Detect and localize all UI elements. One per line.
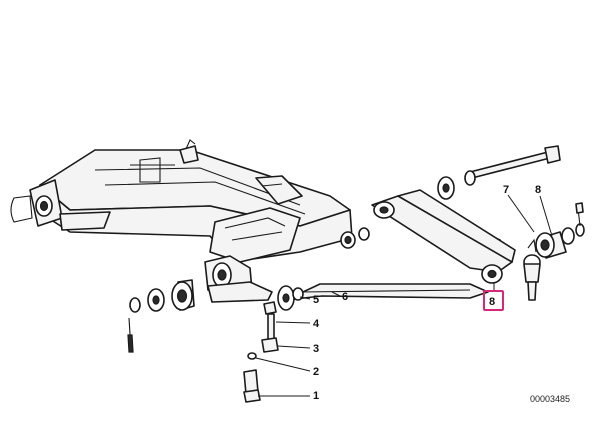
callout-4: 4	[313, 318, 320, 330]
fasteners	[243, 287, 304, 403]
callout-8-highlight[interactable]: 8	[489, 296, 495, 308]
rubber-bushing-right	[535, 202, 585, 259]
callout-1: 1	[313, 390, 319, 402]
callout-6: 6	[342, 291, 348, 303]
callout-8-top: 8	[535, 184, 541, 196]
tension-strut	[277, 283, 489, 311]
leader-lines	[255, 194, 553, 397]
wishbone-arm	[371, 189, 516, 284]
callout-5: 5	[313, 294, 319, 306]
axle-carrier	[10, 139, 370, 303]
highlight-box	[483, 290, 504, 311]
callout-2: 2	[313, 366, 319, 378]
long-bolt	[437, 145, 561, 200]
callout-7: 7	[503, 184, 509, 196]
document-number: 00003485	[530, 394, 570, 404]
ball-joint	[523, 238, 541, 301]
rubber-bushing-left	[127, 279, 195, 353]
callout-3: 3	[313, 343, 319, 355]
